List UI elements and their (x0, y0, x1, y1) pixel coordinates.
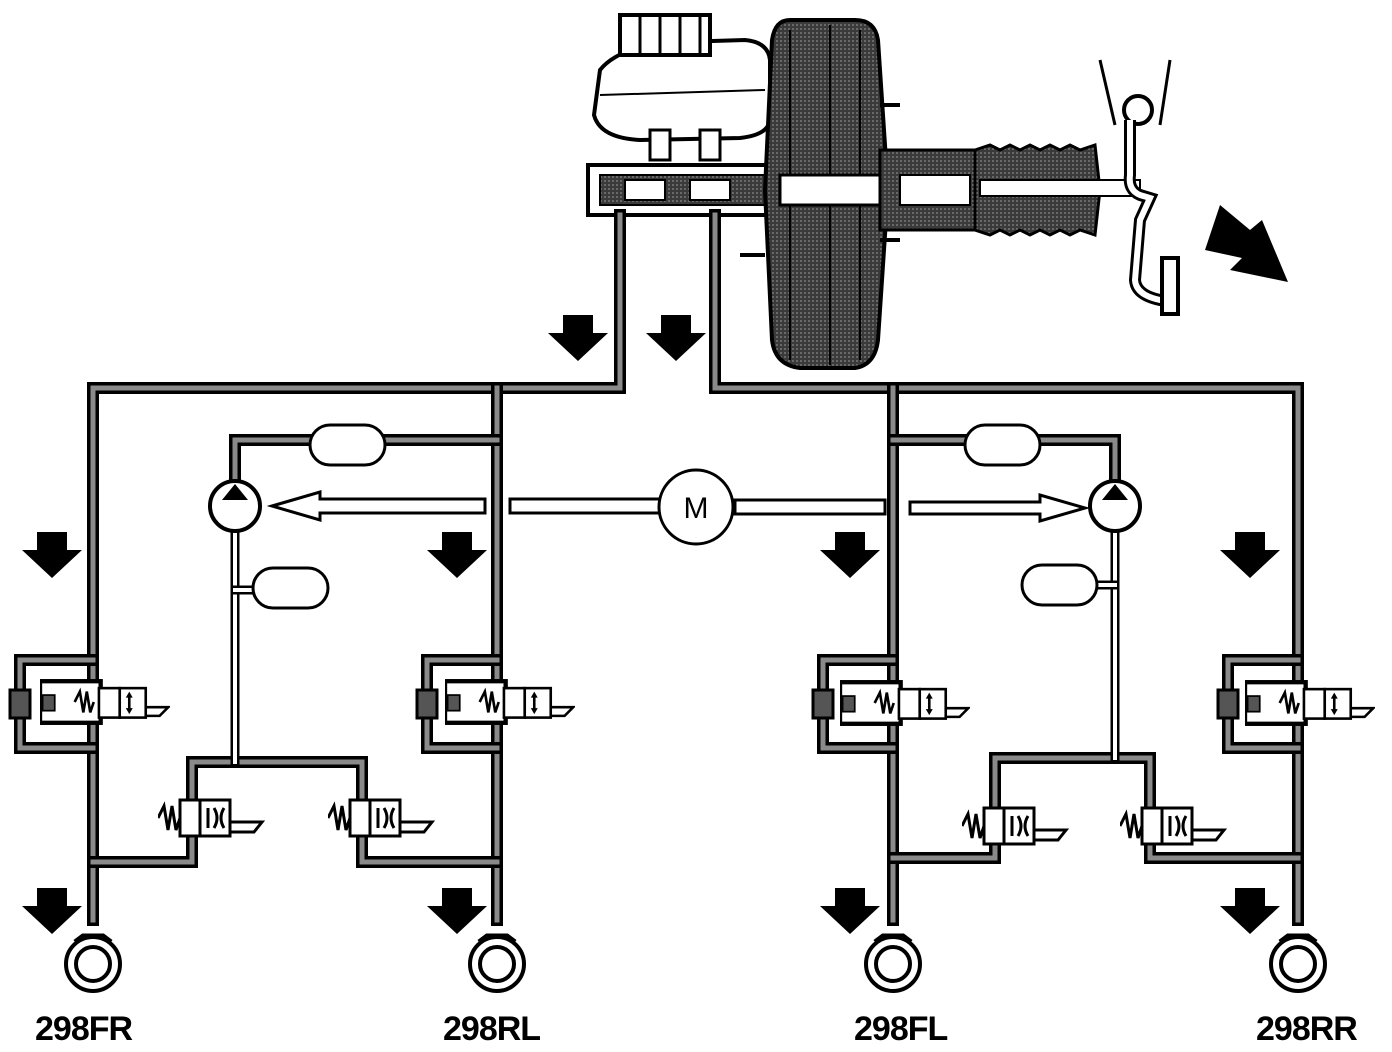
drive-shaft-left-arrow (266, 490, 487, 522)
flow-arrow-down-icon (427, 532, 487, 578)
drive-shaft-right (733, 498, 887, 516)
check-valve-fl (811, 688, 835, 720)
flow-arrow-down-icon (548, 315, 608, 361)
low-pressure-accumulator-right (1020, 563, 1099, 607)
flow-arrow-down-icon (820, 888, 880, 934)
low-pressure-accumulator-left (251, 566, 330, 610)
flow-arrow-down-icon (820, 532, 880, 578)
drive-shaft-right-arrow (908, 493, 1091, 523)
wheel-label-rl: 298RL (443, 1010, 540, 1048)
outlet-valve-rl (328, 798, 434, 838)
reservoir-cap (618, 13, 712, 57)
check-valve-rl (415, 688, 439, 720)
outlet-valve-fr (158, 798, 264, 838)
drive-shaft-left (508, 497, 662, 515)
wheel-label-rr: 298RR (1256, 1010, 1357, 1048)
wheel-label-fl: 298FL (854, 1010, 947, 1048)
inlet-valve-rr (1245, 682, 1373, 724)
check-valve-fr (8, 688, 32, 720)
flow-arrow-down-icon (1220, 532, 1280, 578)
flow-arrow-down-icon (646, 315, 706, 361)
pump-left (208, 479, 262, 533)
wheel-brake-rr-icon (1271, 936, 1325, 991)
brake-pedal (1098, 59, 1180, 316)
wheel-brake-fr-icon (66, 936, 120, 991)
wheel-brake-rl-icon (470, 936, 524, 991)
inlet-valve-fl (840, 682, 968, 724)
check-valve-rr (1216, 688, 1240, 720)
flow-arrow-down-icon (1220, 888, 1280, 934)
inlet-valve-rl (445, 681, 573, 723)
flow-arrow-down-icon (22, 532, 82, 578)
outlet-valve-rr (1120, 806, 1226, 846)
flow-arrow-down-icon (22, 888, 82, 934)
master-cylinder-assembly (586, 13, 1288, 370)
brake-lines (14, 209, 1304, 926)
pump-motor: M (657, 468, 735, 546)
motor-label: M (684, 492, 709, 525)
pump-right (1088, 479, 1142, 533)
inlet-valve-fr (40, 681, 168, 723)
wheel-brake-fl-icon (866, 936, 920, 991)
outlet-valve-fl (962, 806, 1068, 846)
flow-arrow-down-icon (427, 888, 487, 934)
damper-chamber-right (963, 423, 1042, 467)
wheel-label-fr: 298FR (35, 1010, 132, 1048)
damper-chamber-left (308, 423, 387, 467)
pedal-force-arrow (1205, 205, 1288, 282)
